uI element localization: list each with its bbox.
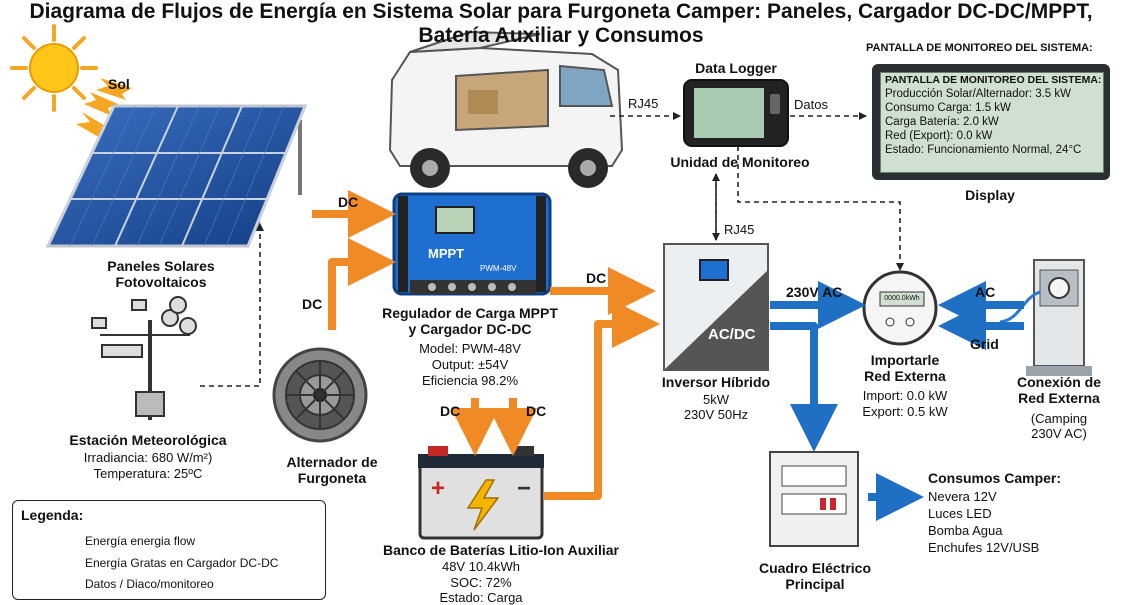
battery-title: Banco de Baterías Litio-Ion Auxiliar [383,542,619,558]
panel-board-line-2: Principal [785,576,845,592]
alternator-label: Alternador de Furgoneta [270,454,394,486]
panels-label-line-1: Paneles Solares [107,258,215,274]
mppt-efficiency: Eficiencia 98.2% [421,373,519,388]
hybrid-inverter-icon [663,243,769,371]
data-line-logger-to-meter [737,146,904,271]
camper-van-icon [388,30,624,188]
display-line: Carga Batería: 2.0 kW [885,116,999,128]
panels-label: Paneles Solares Fotovoltaicos [86,258,236,290]
mppt-device-label: MPPT [428,246,465,261]
title-line-1: Diagrama de Flujos de Energía en Sistema… [29,0,1093,23]
weather-irradiance: Irradiancia: 680 W/m²) [83,450,213,465]
flow-label-dc-inverter: DC [586,270,607,286]
meter-title-line-2: Red Externa [864,368,946,384]
weather-temperature: Temperatura: 25ºC [93,466,203,481]
legend-item-blue: Energía Gratas en Cargador DC-DC [85,556,279,570]
battery-capacity: 48V 10.4kWh [441,559,521,574]
flow-label-grid: Grid [970,336,999,352]
flow-label-datos: Datos [794,97,828,112]
grid-title-line-1: Conexión de [1016,374,1101,390]
consumos-list: Nevera 12V Luces LED Bomba Agua Enchufes… [928,488,1039,556]
legend-item-dashed: Datos / Diaco/monitoreo [85,577,214,591]
logger-top-label: Data Logger [695,60,777,76]
flow-label-dc-alternator: DC [302,296,323,312]
flow-label-dc-panels: DC [338,194,359,210]
consumo-item: Enchufes 12V/USB [928,540,1040,555]
svg-text:−: − [517,475,531,502]
mppt-device-model: PWM-48V [480,264,517,273]
flow-inverter-to-panel [770,322,838,452]
meter-import: Import: 0.0 kW [862,388,948,403]
flow-label-dc-battery-2: DC [526,403,547,419]
legend-box: Legenda: Energía energia flow Energía Gr… [12,500,326,600]
weather-station-icon [91,296,197,420]
mppt-title-line-2: y Cargador DC-DC [408,321,532,337]
mppt-output: Output: ±54V [431,357,509,372]
title-line-2: Batería Auxiliar y Consumos [418,24,704,47]
panels-label-line-2: Fotovoltaicos [115,274,207,290]
mppt-controller-icon [392,192,552,296]
display-screen: PANTALLA DE MONITOREO DEL SISTEMA: Produ… [880,72,1104,173]
grid-title-line-2: Red Externa [1018,390,1100,406]
electrical-panel-icon [769,451,859,547]
display-line: Estado: Funcionamiento Normal, 24°C [885,144,1082,156]
flow-label-ac-out: 230V AC [786,284,843,300]
flow-label-ac-in: AC [975,284,996,300]
battery-state: Estado: Carga [439,590,523,605]
grid-sub-2: 230V AC) [1031,426,1087,441]
sun-icon [10,24,132,140]
alternator-label-line-1: Alternador de [286,454,378,470]
panel-board-label: Cuadro Eléctrico Principal [740,560,890,592]
monitor-display: PANTALLA DE MONITOREO DEL SISTEMA: Produ… [872,64,1110,180]
display-header: PANTALLA DE MONITOREO DEL SISTEMA: [866,42,1093,54]
inverter-title: Inversor Híbrido [661,374,771,390]
weather-station-title: Estación Meteorológica [69,432,227,448]
battery-icon: + − [418,446,544,540]
svg-text:+: + [431,475,445,502]
solar-panels-icon [45,104,308,248]
flow-label-rj45-inverter: RJ45 [724,222,755,237]
meter-title: Importarle Red Externa [840,352,970,384]
consumo-item: Luces LED [928,506,992,521]
alternator-label-line-2: Furgoneta [297,470,367,486]
display-line: Consumo Carga: 1.5 kW [885,102,1011,114]
legend-title: Legenda: [21,507,84,523]
flow-alternator-to-mppt [328,238,396,330]
flow-battery-to-inverter [544,300,660,500]
energy-meter-icon [862,270,938,346]
mppt-title: Regulador de Carga MPPT y Cargador DC-DC [360,305,580,337]
meter-export: Export: 0.5 kW [862,404,948,419]
data-line-weather-to-panels [200,223,264,387]
consumos-title: Consumos Camper: [928,470,1062,486]
meter-screen: 0000.0kWh [884,295,920,302]
display-screen-header: PANTALLA DE MONITOREO DEL SISTEMA: [885,74,1102,86]
page-title: Diagrama de Flujos de Energía en Sistema… [0,0,1122,48]
battery-soc: SOC: 72% [450,575,512,590]
grid-title: Conexión de Red Externa [1000,374,1118,406]
display-line: Producción Solar/Alternador: 3.5 kW [885,88,1072,100]
flow-label-rj45-logger: RJ45 [628,96,659,111]
sun-label: Sol [108,76,130,92]
meter-title-line-1: Importarle [870,352,940,368]
grid-connection-icon [999,259,1092,376]
mppt-model: Model: PWM-48V [419,341,521,356]
alternator-icon [272,347,368,443]
panel-board-line-1: Cuadro Eléctrico [758,560,872,576]
display-caption: Display [965,187,1015,203]
consumo-item: Bomba Agua [928,523,1003,538]
inverter-device-label: AC/DC [708,326,756,343]
logger-bottom-label: Unidad de Monitoreo [670,154,810,170]
consumo-item: Nevera 12V [928,489,997,504]
flow-label-dc-battery-1: DC [440,403,461,419]
inverter-voltage: 230V 50Hz [683,407,749,422]
grid-sub-1: (Camping [1030,411,1088,426]
display-line: Red (Export): 0.0 kW [885,130,993,142]
legend-item-orange: Energía energia flow [85,534,196,548]
inverter-power: 5kW [703,392,729,407]
mppt-title-line-1: Regulador de Carga MPPT [382,305,558,321]
data-logger-icon [683,79,789,147]
